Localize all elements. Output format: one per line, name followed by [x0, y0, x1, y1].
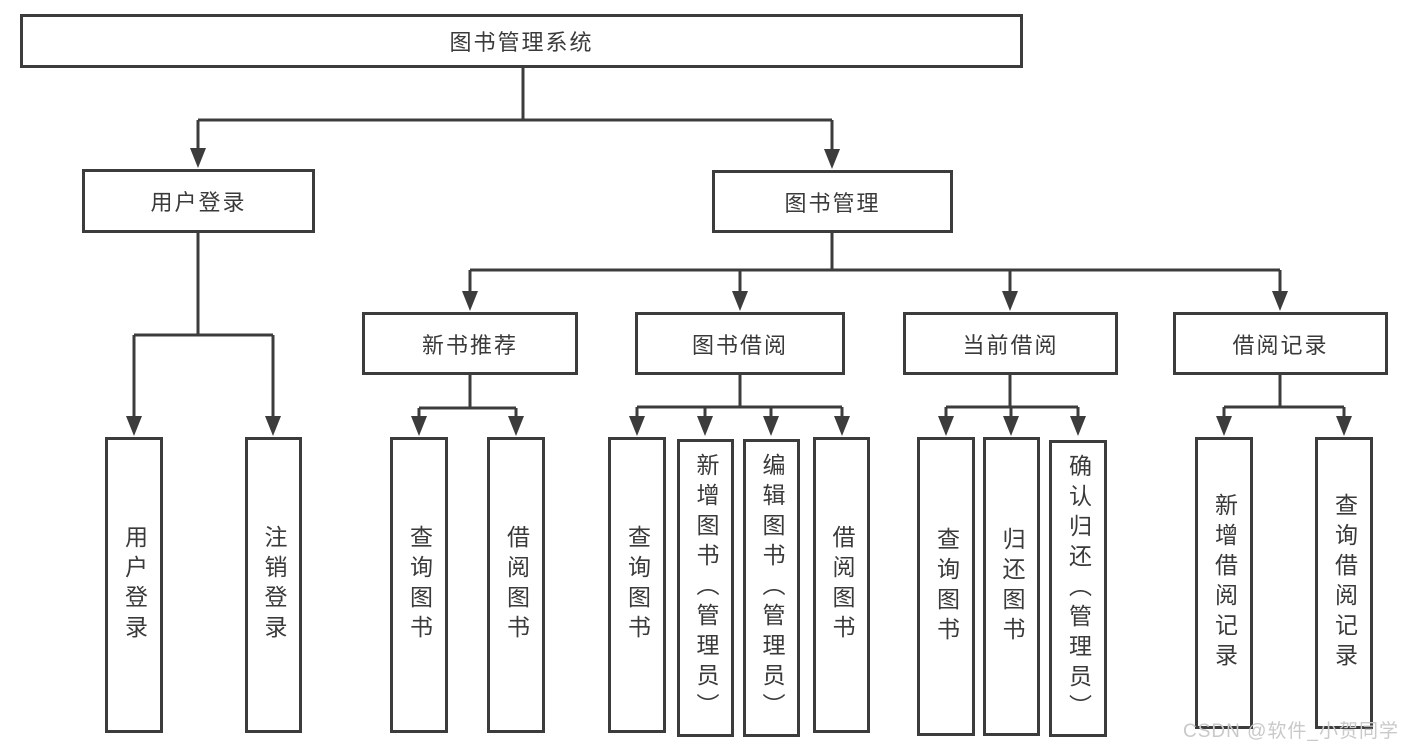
leaf-logout: 注销登录 [245, 437, 302, 733]
node-book-management: 图书管理 [712, 170, 953, 233]
watermark: CSDN @软件_小贺同学 [1183, 721, 1399, 742]
leaf-edit-books-admin: 编辑图书（管理员） [743, 439, 800, 737]
node-new-book-recommend: 新书推荐 [362, 312, 578, 375]
leaf-borrow-books: 借阅图书 [813, 437, 870, 733]
node-library-system-root: 图书管理系统 [20, 14, 1023, 68]
leaf-add-books-admin: 新增图书（管理员） [677, 439, 734, 737]
leaf-user-login: 用户登录 [105, 437, 163, 733]
leaf-query-borrow-record: 查询借阅记录 [1315, 437, 1373, 729]
node-user-login: 用户登录 [82, 169, 315, 233]
node-borrow-records: 借阅记录 [1173, 312, 1388, 375]
leaf-borrow-books-recommend: 借阅图书 [487, 437, 545, 733]
leaf-query-books-current: 查询图书 [917, 437, 975, 736]
node-current-borrow: 当前借阅 [903, 312, 1118, 375]
leaf-query-books-recommend: 查询图书 [390, 437, 448, 733]
node-book-borrow: 图书借阅 [635, 312, 845, 375]
leaf-confirm-return-admin: 确认归还（管理员） [1049, 440, 1107, 737]
leaf-query-books-borrow: 查询图书 [608, 437, 666, 733]
leaf-add-borrow-record: 新增借阅记录 [1195, 437, 1253, 729]
leaf-return-books: 归还图书 [983, 437, 1040, 736]
